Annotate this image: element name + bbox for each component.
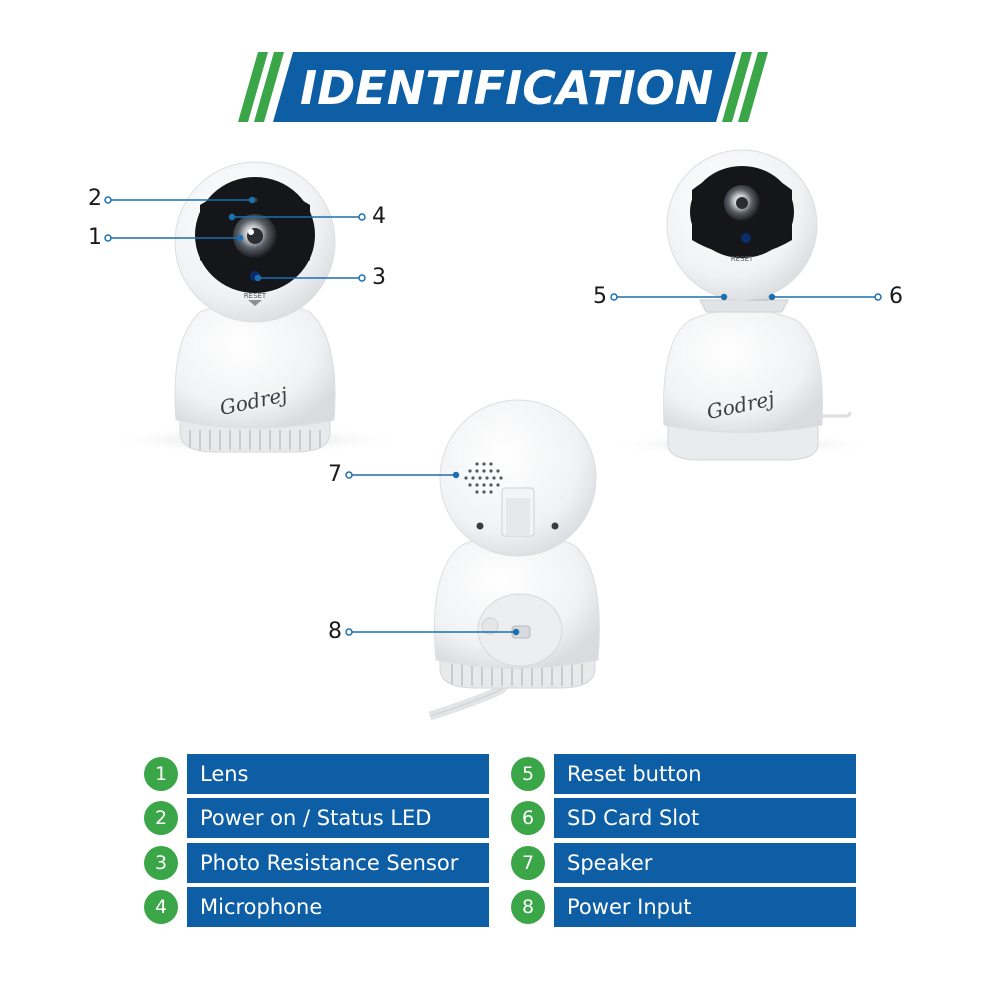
legend-number-badge: 8 [511,890,545,924]
camera-illustration: RESET Godrej RESET Godrej [104,149,882,721]
reset-text-side: RESET [731,255,754,263]
banner-shape [273,52,736,122]
legend-number-badge: 7 [511,846,545,880]
callout-number-4: 4 [372,204,386,229]
title-banner [238,52,768,122]
callout-lines [104,196,882,636]
front-view-camera: RESET Godrej [105,161,405,454]
legend-label: SD Card Slot [554,798,856,838]
legend-number-badge: 4 [144,890,178,924]
speaker-grille [464,462,503,494]
page-title: IDENTIFICATION [300,61,714,115]
legend-label: Photo Resistance Sensor [187,843,489,883]
callout-number-6: 6 [889,284,903,309]
left-green-stripes [238,52,284,122]
callout-number-2: 2 [88,186,102,211]
legend-label: Lens [187,754,489,794]
callout-number-3: 3 [372,265,386,290]
legend-number-badge: 5 [511,757,545,791]
callout-number-7: 7 [328,462,342,487]
back-view-camera [428,399,600,721]
right-green-stripes [722,52,768,122]
callout-number-1: 1 [88,225,102,250]
legend-label: Speaker [554,843,856,883]
side-view-camera: RESET Godrej [607,149,877,461]
legend-label: Microphone [187,887,489,927]
legend-label: Reset button [554,754,856,794]
callout-number-5: 5 [593,284,607,309]
legend-number-badge: 6 [511,801,545,835]
callout-number-8: 8 [328,619,342,644]
legend-label: Power Input [554,887,856,927]
reset-text-front: RESET [244,292,267,300]
legend-label: Power on / Status LED [187,798,489,838]
legend-number-badge: 1 [144,757,178,791]
legend-number-badge: 2 [144,801,178,835]
legend-number-badge: 3 [144,846,178,880]
